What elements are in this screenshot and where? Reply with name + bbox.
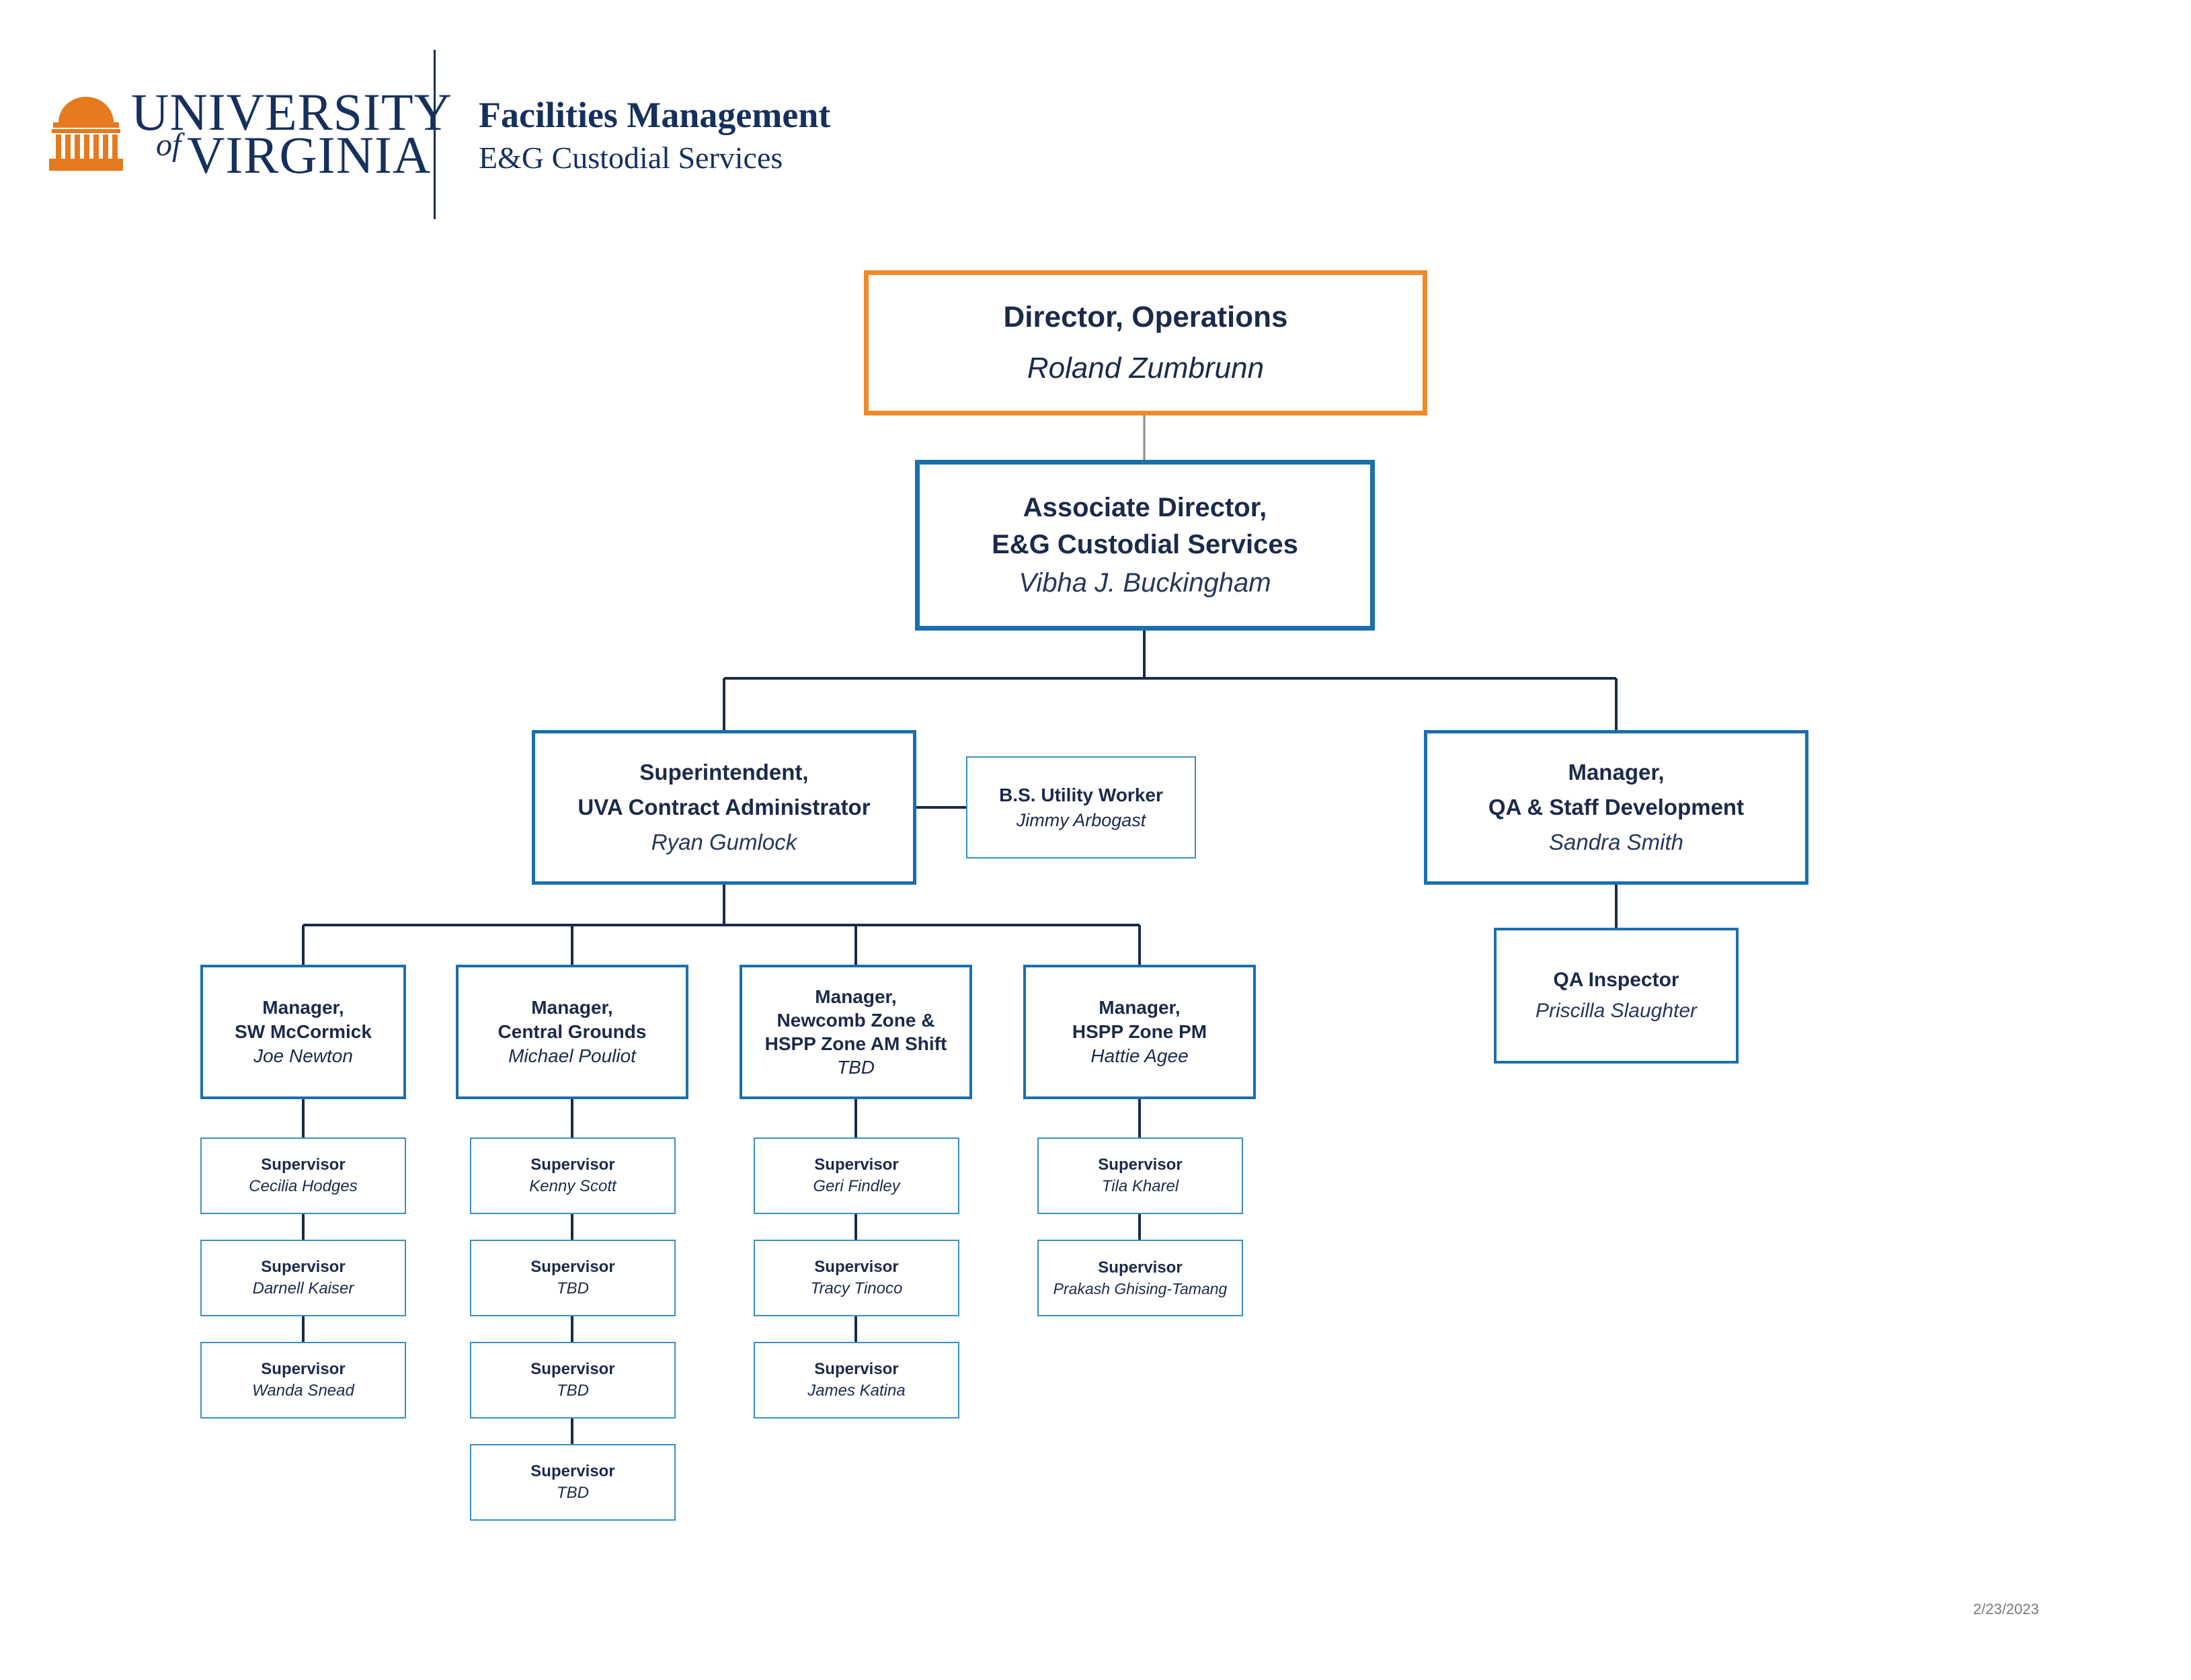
supervisor-title: Supervisor: [814, 1258, 899, 1276]
manager-name: Michael Pouliot: [508, 1045, 636, 1066]
manager-title-line: HSPP Zone AM Shift: [764, 1033, 947, 1054]
associate-title-line2: E&G Custodial Services: [992, 529, 1298, 559]
header-title: Facilities Management: [479, 95, 831, 135]
supervisor-box: Supervisor TBD: [470, 1240, 676, 1316]
manager-name: Hattie Agee: [1090, 1045, 1189, 1066]
supervisor-title: Supervisor: [814, 1360, 899, 1378]
manager-title-line: Manager,: [1099, 997, 1181, 1018]
utility-worker-title: B.S. Utility Worker: [999, 784, 1163, 805]
supervisor-title: Supervisor: [814, 1156, 899, 1174]
supervisor-title: Supervisor: [261, 1360, 346, 1378]
logo-of-text: of: [156, 127, 182, 163]
supervisor-box: Supervisor Cecilia Hodges: [200, 1137, 406, 1214]
qa-inspector-title: QA Inspector: [1553, 969, 1679, 991]
supervisor-name: Kenny Scott: [529, 1177, 616, 1195]
supervisor-title: Supervisor: [530, 1360, 615, 1378]
qa-manager-title-line1: Manager,: [1568, 760, 1665, 785]
supervisor-name: Cecilia Hodges: [249, 1177, 358, 1195]
manager-box-central-grounds: Manager, Central Grounds Michael Pouliot: [456, 965, 688, 1099]
director-box: Director, Operations Roland Zumbrunn: [864, 270, 1427, 415]
logo-virginia-text: VIRGINIA: [187, 126, 432, 184]
qa-manager-name: Sandra Smith: [1549, 830, 1683, 854]
associate-director-box: Associate Director, E&G Custodial Servic…: [915, 460, 1375, 631]
supervisor-box: Supervisor Tila Kharel: [1037, 1137, 1243, 1214]
supervisor-name: Geri Findley: [813, 1177, 900, 1195]
footer-date: 2/23/2023: [1973, 1601, 2039, 1617]
manager-name: Joe Newton: [253, 1045, 353, 1066]
manager-box-hspp-pm: Manager, HSPP Zone PM Hattie Agee: [1023, 965, 1256, 1099]
supervisor-name: TBD: [557, 1484, 589, 1502]
supervisor-title: Supervisor: [530, 1258, 615, 1276]
qa-manager-box: Manager, QA & Staff Development Sandra S…: [1424, 730, 1808, 885]
supervisor-title: Supervisor: [1098, 1258, 1183, 1277]
supervisor-box: Supervisor TBD: [470, 1444, 676, 1521]
utility-worker-box: B.S. Utility Worker Jimmy Arbogast: [966, 756, 1196, 858]
supervisor-name: TBD: [557, 1382, 589, 1400]
manager-box-newcomb-hspp-am: Manager, Newcomb Zone & HSPP Zone AM Shi…: [740, 965, 972, 1099]
manager-title-line: SW McCormick: [235, 1021, 372, 1042]
supervisor-name: Tracy Tinoco: [810, 1279, 903, 1297]
supervisor-box: Supervisor Geri Findley: [754, 1137, 959, 1214]
manager-name: TBD: [837, 1057, 875, 1078]
associate-title-line1: Associate Director,: [1023, 492, 1267, 522]
associate-name: Vibha J. Buckingham: [1019, 567, 1271, 598]
manager-title-line: Manager,: [815, 986, 897, 1007]
qa-inspector-box: QA Inspector Priscilla Slaughter: [1494, 928, 1739, 1064]
supervisor-title: Supervisor: [1098, 1156, 1183, 1174]
supervisor-box: Supervisor James Katina: [754, 1342, 959, 1418]
supervisor-name: TBD: [557, 1279, 589, 1297]
superintendent-title-line2: UVA Contract Administrator: [577, 795, 871, 819]
header-divider: [434, 50, 436, 219]
director-title: Director, Operations: [1003, 301, 1288, 333]
manager-title-line: Manager,: [262, 997, 344, 1018]
supervisor-title: Supervisor: [261, 1156, 346, 1174]
utility-worker-name: Jimmy Arbogast: [1016, 809, 1146, 830]
manager-title-line: Central Grounds: [497, 1021, 647, 1042]
supervisor-title: Supervisor: [530, 1156, 615, 1174]
supervisor-name: Prakash Ghising-Tamang: [1053, 1279, 1228, 1297]
supervisor-title: Supervisor: [261, 1258, 346, 1276]
header-subtitle: E&G Custodial Services: [479, 141, 783, 175]
qa-inspector-name: Priscilla Slaughter: [1535, 1000, 1698, 1022]
supervisor-name: Darnell Kaiser: [252, 1279, 354, 1297]
supervisor-box: Supervisor Darnell Kaiser: [200, 1240, 406, 1316]
supervisor-name: Tila Kharel: [1101, 1177, 1179, 1195]
supervisor-box: Supervisor Tracy Tinoco: [754, 1240, 959, 1316]
supervisor-box: Supervisor Prakash Ghising-Tamang: [1037, 1240, 1243, 1316]
supervisor-name: Wanda Snead: [252, 1382, 354, 1400]
logo-university-text: UNIVERSITY: [131, 83, 452, 141]
superintendent-box: Superintendent, UVA Contract Administrat…: [532, 730, 916, 885]
manager-box-sw-mccormick: Manager, SW McCormick Joe Newton: [200, 965, 406, 1099]
supervisor-box: Supervisor TBD: [470, 1342, 676, 1418]
manager-title-line: Newcomb Zone &: [776, 1010, 935, 1031]
director-name: Roland Zumbrunn: [1027, 352, 1265, 385]
supervisor-title: Supervisor: [530, 1462, 615, 1480]
supervisor-box: Supervisor Kenny Scott: [470, 1137, 676, 1214]
qa-manager-title-line2: QA & Staff Development: [1488, 795, 1745, 819]
supervisor-name: James Katina: [807, 1382, 906, 1400]
superintendent-title-line1: Superintendent,: [639, 760, 809, 785]
manager-title-line: Manager,: [531, 997, 613, 1018]
manager-title-line: HSPP Zone PM: [1072, 1021, 1207, 1042]
superintendent-name: Ryan Gumlock: [651, 830, 797, 854]
supervisor-box: Supervisor Wanda Snead: [200, 1342, 406, 1418]
rotunda-logo-icon: [49, 97, 123, 171]
